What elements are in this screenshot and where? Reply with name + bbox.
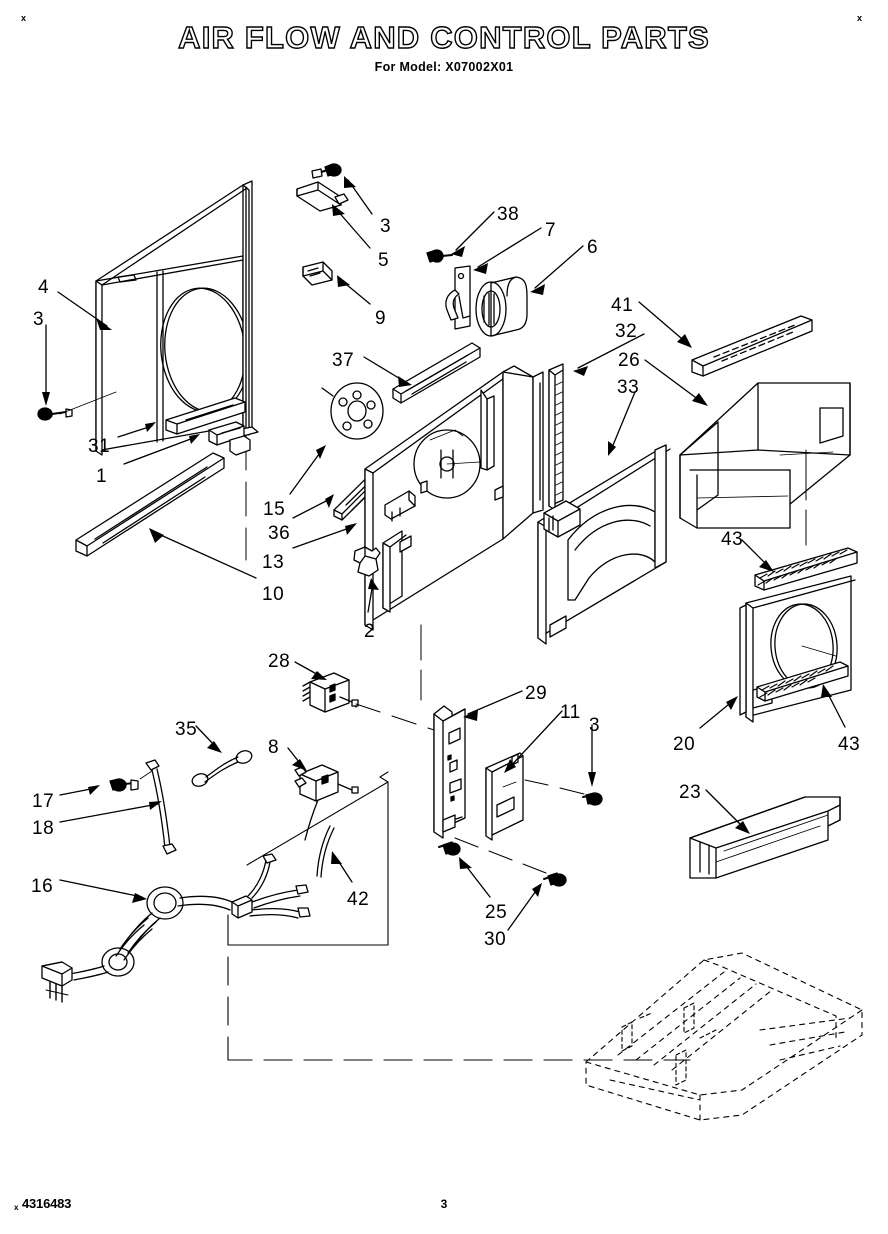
screw-17-art	[109, 778, 139, 792]
base-pan-details-art	[621, 1002, 717, 1086]
callout-32: 32	[615, 321, 638, 342]
long-base-rail-10-art	[75, 452, 225, 557]
callout-38: 38	[497, 204, 520, 225]
callout-30: 30	[484, 929, 507, 950]
callout-10: 10	[262, 584, 285, 605]
seal-strip-41-art	[691, 315, 813, 377]
callout-26: 26	[618, 350, 641, 371]
drain-channel-23-art	[689, 796, 841, 879]
footer-document-number: 4316483	[22, 1196, 72, 1211]
control-cover-11-art	[485, 752, 524, 841]
callout-31: 31	[88, 436, 111, 457]
rear-panel-20-art	[739, 575, 856, 723]
callout-3-b: 3	[380, 216, 392, 237]
model-subtitle: For Model: X07002X01	[374, 60, 514, 74]
callout-5: 5	[378, 250, 390, 271]
foam-seal-strip-lower-art	[756, 661, 849, 702]
wire-jumper-35-art	[191, 750, 253, 787]
screw-3-top-art	[311, 163, 342, 179]
foam-seal-strip-43-upper-art	[754, 547, 858, 591]
callout-25: 25	[485, 902, 508, 923]
control-bracket-29-art	[433, 705, 466, 839]
callout-7: 7	[545, 220, 557, 241]
screw-38-art	[426, 249, 453, 263]
top-rail-37-art	[392, 342, 481, 404]
callout-17: 17	[32, 791, 55, 812]
screw-3-right-art	[582, 792, 603, 806]
mounting-bracket-7-art	[445, 265, 471, 330]
fan-hub-flange-15-art	[321, 382, 384, 440]
callout-41: 41	[611, 295, 634, 316]
callout-23: 23	[679, 782, 702, 803]
footer-page-number: 3	[440, 1197, 448, 1211]
callout-28: 28	[268, 651, 291, 672]
callout-6: 6	[587, 237, 599, 258]
footer-registration-mark: x	[14, 1203, 19, 1212]
callout-29: 29	[525, 683, 548, 704]
callout-20: 20	[673, 734, 696, 755]
callout-35: 35	[175, 719, 198, 740]
clip-2-art	[353, 546, 381, 577]
power-cord-16-art	[41, 853, 311, 1003]
spacer-block-9-art	[302, 261, 333, 286]
screw-25-art	[438, 841, 461, 856]
callout-37: 37	[332, 350, 355, 371]
capacitor-6-art	[475, 276, 528, 337]
rail-bracket-1-art	[208, 421, 251, 456]
registration-mark-top-left: x	[21, 13, 27, 23]
latch-clip-5-art	[296, 181, 349, 212]
callout-2: 2	[364, 621, 376, 642]
divider-panel-13-art	[364, 365, 544, 701]
wire-tie-42-art	[316, 825, 335, 878]
registration-mark-top-right: x	[857, 13, 863, 23]
callout-43-a: 43	[721, 529, 744, 550]
callout-33: 33	[617, 377, 640, 398]
thermostat-8-art	[294, 764, 359, 841]
screw-3-left-art	[37, 407, 73, 421]
callout-1: 1	[96, 466, 108, 487]
callout-18: 18	[32, 818, 55, 839]
callout-9: 9	[375, 308, 387, 329]
callout-16: 16	[31, 876, 54, 897]
short-rail-31-art	[165, 397, 246, 435]
selector-switch-28-art	[302, 672, 359, 713]
page-title: AIR FLOW AND CONTROL PARTS	[177, 19, 710, 55]
callout-8: 8	[268, 737, 280, 758]
capillary-tube-18-art	[139, 759, 177, 855]
callout-15: 15	[263, 499, 286, 520]
front-grille-panel-art	[95, 180, 259, 561]
air-duct-housing-32-art	[679, 382, 851, 546]
screw-30-art	[543, 872, 567, 887]
callout-43-b: 43	[838, 734, 861, 755]
callout-3-c: 3	[589, 715, 601, 736]
callout-42: 42	[347, 889, 370, 910]
blower-scroll-housing-33-art	[537, 444, 671, 645]
callout-36: 36	[268, 523, 291, 544]
base-pan-phantom-art	[585, 952, 863, 1121]
callout-11: 11	[560, 702, 581, 723]
vertical-seal-strip-26-art	[548, 363, 564, 511]
callout-13: 13	[262, 552, 285, 573]
callout-4: 4	[38, 277, 50, 298]
callout-3-a: 3	[33, 309, 45, 330]
